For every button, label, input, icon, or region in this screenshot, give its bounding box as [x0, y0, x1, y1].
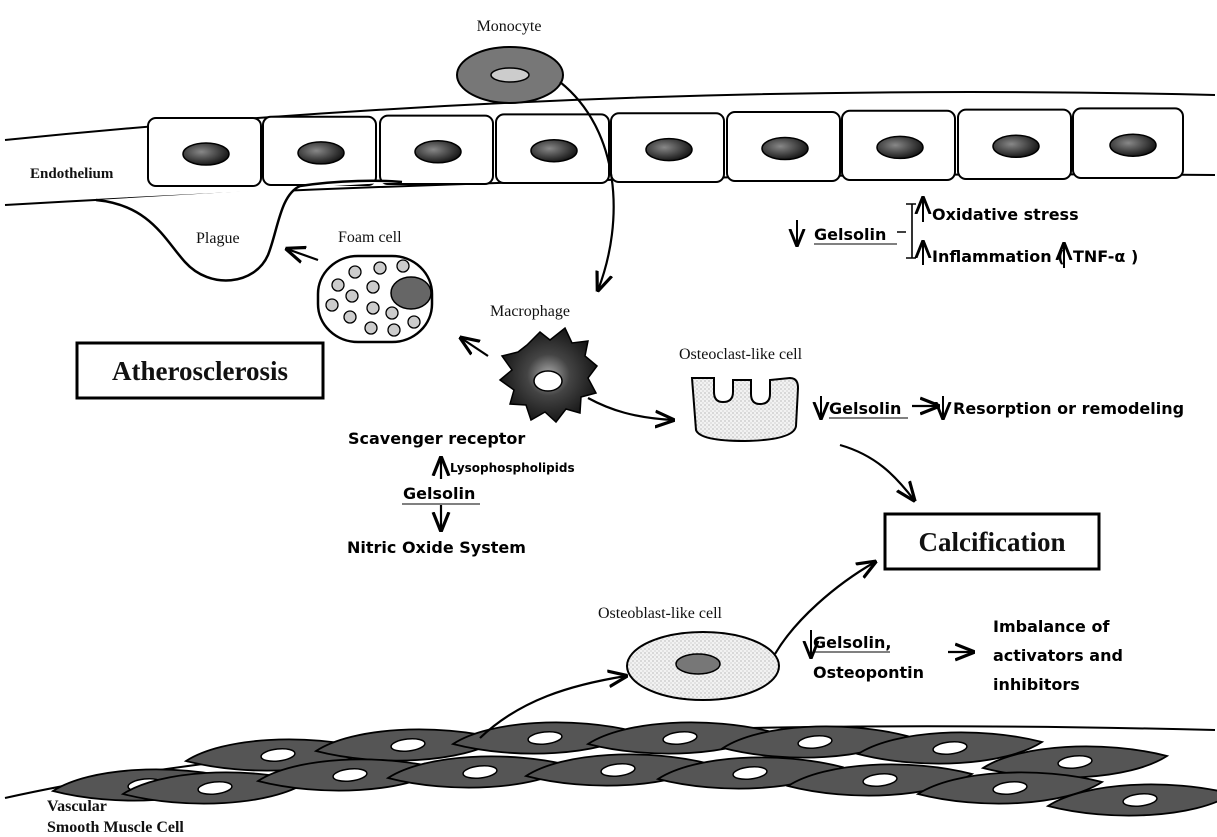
- atherosclerosis-title: Atherosclerosis: [112, 356, 288, 386]
- tnf-label: TNF-α ): [1073, 247, 1138, 266]
- endothelium-label: Endothelium: [30, 166, 114, 182]
- arrow-macrophage-foamcell: [461, 338, 488, 356]
- calcification-title: Calcification: [919, 527, 1066, 557]
- vsmc-label-line1: Vascular: [47, 798, 107, 815]
- resorption-label: Resorption or remodeling: [953, 399, 1184, 418]
- arrow-foamcell-plaque: [287, 249, 318, 260]
- arrow-macrophage-osteoclast: [588, 398, 673, 420]
- foam-cell: [318, 256, 432, 342]
- endothelial-nucleus: [877, 136, 923, 158]
- foam-cell-label: Foam cell: [338, 229, 402, 246]
- imbalance-line1: Imbalance of: [993, 617, 1110, 636]
- arrow-monocyte-macrophage: [560, 82, 614, 290]
- gelsolin-osteoclast: Gelsolin: [829, 399, 901, 418]
- endothelial-nucleus: [298, 142, 344, 164]
- gelsolin-macrophage: Gelsolin: [403, 484, 475, 503]
- bracket: [897, 204, 916, 258]
- imbalance-line3: inhibitors: [993, 675, 1080, 694]
- osteoclast-cell: [692, 378, 798, 441]
- osteoblast-cell: [627, 632, 779, 700]
- arrow-osteoclast-calcification: [840, 445, 914, 500]
- inflammation-label: Inflammation (: [932, 247, 1065, 266]
- macrophage-cell: [500, 328, 597, 422]
- gelsolin-osteoblast: Gelsolin,: [813, 633, 891, 652]
- endothelial-nucleus: [415, 141, 461, 163]
- endothelial-cell-row: [148, 108, 1183, 186]
- oxidative-stress-label: Oxidative stress: [932, 205, 1079, 224]
- scavenger-receptor-label: Scavenger receptor: [348, 429, 525, 448]
- endothelial-nucleus: [762, 138, 808, 160]
- nitric-oxide-label: Nitric Oxide System: [347, 538, 526, 557]
- osteoblast-label: Osteoblast-like cell: [598, 605, 723, 622]
- endothelial-nucleus: [646, 139, 692, 161]
- endothelial-nucleus: [183, 143, 229, 165]
- osteoclast-label: Osteoclast-like cell: [679, 346, 803, 363]
- osteopontin-label: Osteopontin: [813, 663, 924, 682]
- vsmc-layer: [53, 722, 1217, 815]
- gelsolin-endothelial: Gelsolin: [814, 225, 886, 244]
- lysophospholipids-label: Lysophospholipids: [450, 461, 575, 475]
- plague-label: Plague: [196, 230, 240, 247]
- endothelial-nucleus: [531, 140, 577, 162]
- vsmc-label-line2: Smooth Muscle Cell: [47, 819, 184, 836]
- imbalance-line2: activators and: [993, 646, 1123, 665]
- monocyte-label: Monocyte: [477, 18, 542, 35]
- monocyte-cell: [457, 47, 563, 103]
- macrophage-label: Macrophage: [490, 303, 570, 320]
- endothelial-nucleus: [1110, 134, 1156, 156]
- endothelial-nucleus: [993, 135, 1039, 157]
